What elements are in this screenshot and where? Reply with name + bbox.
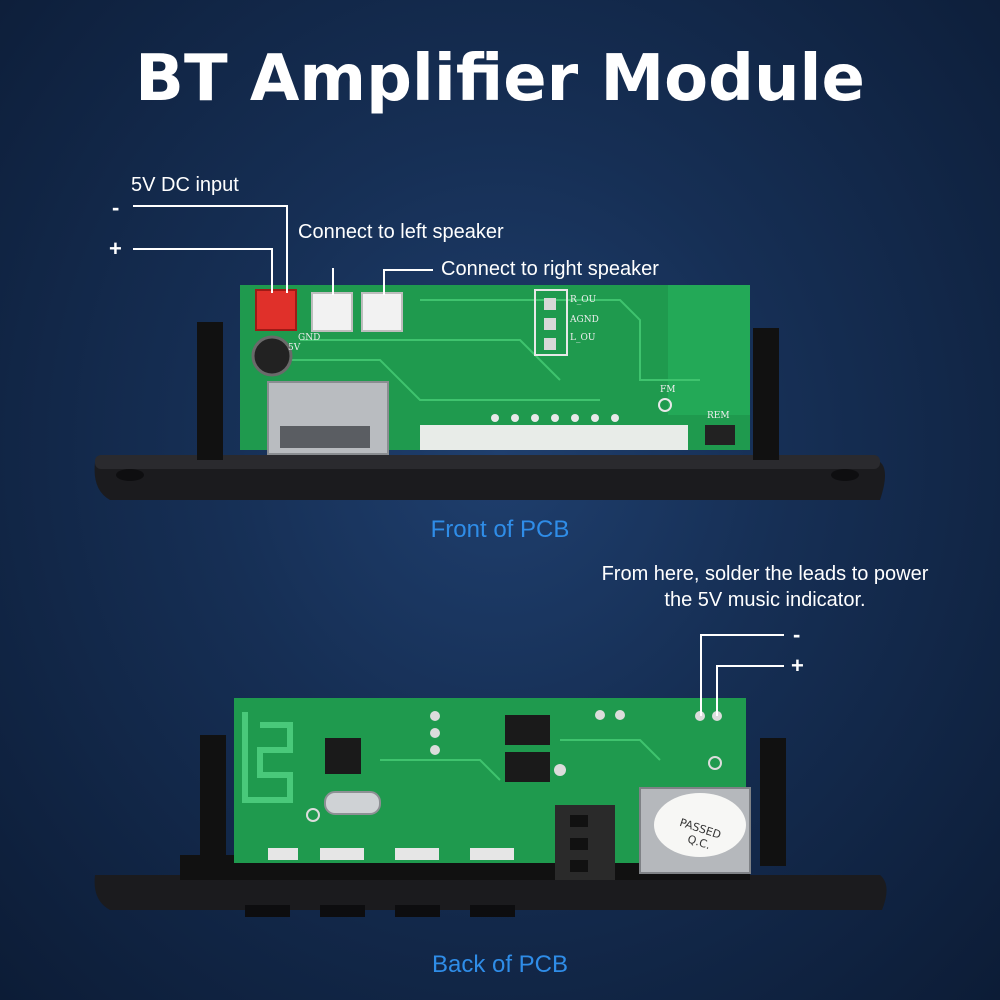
silk-fm: FM — [660, 385, 675, 395]
indicator-note-line1: From here, solder the leads to power — [601, 563, 929, 585]
silk-l-ou: L_OU — [570, 333, 596, 343]
front-plus-sign: + — [109, 236, 122, 261]
minus-lead-drop — [286, 205, 288, 293]
back-minus-drop — [700, 634, 702, 716]
silk-5v: 5V — [288, 343, 301, 353]
silk-rem: REM — [707, 411, 730, 421]
page-title: BT Amplifier Module — [135, 42, 865, 116]
plus-lead-drop — [271, 248, 273, 293]
silk-r-ou: R_OU — [570, 295, 597, 305]
left-speaker-line — [332, 268, 334, 295]
silk-agnd: AGND — [569, 315, 599, 325]
back-caption: Back of PCB — [431, 951, 569, 978]
indicator-note-line2: the 5V music indicator. — [664, 589, 866, 611]
back-plus-drop — [716, 665, 718, 716]
front-minus-sign: - — [112, 195, 120, 220]
back-minus-line — [700, 634, 784, 636]
right-speaker-line-h — [383, 269, 433, 271]
plus-lead-line — [133, 248, 273, 250]
front-caption: Front of PCB — [430, 516, 570, 543]
right-speaker-line-v — [383, 269, 385, 295]
back-plus-sign: + — [791, 653, 804, 678]
right-speaker-label: Connect to right speaker — [441, 258, 659, 280]
back-plus-line — [716, 665, 784, 667]
left-speaker-label: Connect to left speaker — [298, 221, 504, 243]
silk-gnd: GND — [298, 333, 320, 343]
minus-lead-line — [133, 205, 288, 207]
dc-input-label: 5V DC input — [131, 174, 239, 196]
back-minus-sign: - — [793, 622, 801, 647]
